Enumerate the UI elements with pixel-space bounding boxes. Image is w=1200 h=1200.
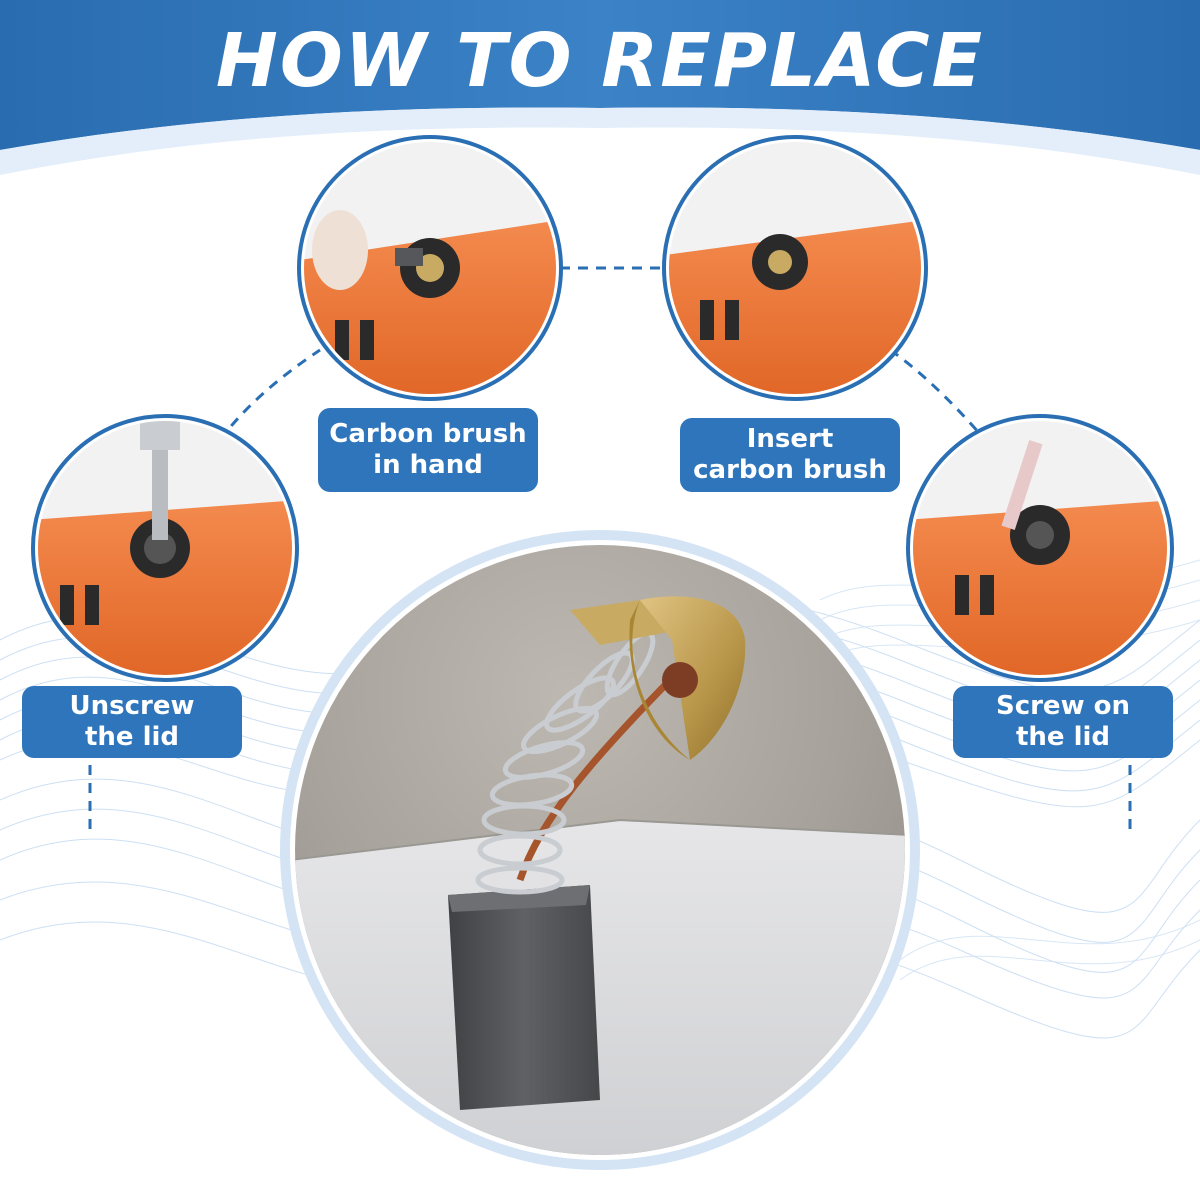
carbon-block-icon	[448, 885, 600, 1110]
step-label-line1: Carbon brush	[329, 419, 527, 449]
step-label-unscrew: Unscrew the lid	[22, 686, 242, 758]
step-label-line1: Unscrew	[69, 691, 195, 721]
step-photo-unscrew	[31, 414, 299, 682]
dashed-connector	[88, 266, 1132, 835]
step-label-line2: carbon brush	[693, 455, 887, 485]
brass-cap-icon	[570, 596, 746, 760]
step-label-line2: the lid	[84, 722, 180, 752]
step-label-line2: the lid	[1015, 722, 1111, 752]
step-label-line2: in hand	[373, 450, 483, 480]
step-photo-screw-on	[906, 414, 1174, 682]
step-label-insert: Insert carbon brush	[680, 418, 900, 492]
step-label-line1: Insert	[746, 424, 834, 454]
page-title: HOW TO REPLACE	[215, 18, 985, 104]
carbon-brush-photo	[280, 530, 920, 1170]
step-photo-carbon-brush	[297, 135, 563, 401]
title-banner	[0, 0, 1200, 175]
step-photo-insert	[662, 135, 928, 401]
step-label-line1: Screw on	[995, 691, 1131, 721]
spring-icon	[475, 630, 656, 895]
step-label-carbon-brush: Carbon brush in hand	[318, 408, 538, 492]
step-label-screw-on: Screw on the lid	[953, 686, 1173, 758]
